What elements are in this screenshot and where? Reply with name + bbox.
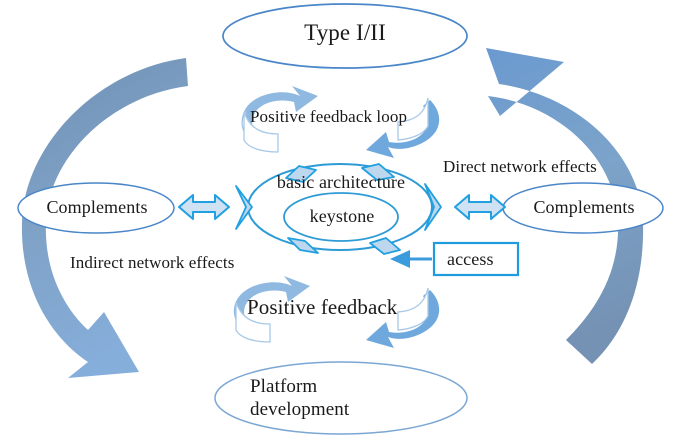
right-ellipse-label: Complements	[533, 197, 635, 217]
chevron-left-icon	[235, 185, 253, 230]
bottom-ellipse-shape	[214, 361, 468, 435]
center-inner-ellipse-shape	[283, 192, 399, 242]
center-inner-label: keystone	[309, 206, 375, 226]
access-arrow-left-icon	[390, 250, 432, 268]
chevron-top-left-icon	[285, 165, 317, 183]
access-box-label: access	[447, 249, 494, 269]
positive-feedback-label: Positive feedback	[247, 295, 398, 319]
chevron-top-right-icon	[361, 163, 395, 181]
indirect-network-effects-label: Indirect network effects	[70, 253, 235, 272]
bottom-ellipse-label-line2: development	[250, 399, 350, 420]
positive-feedback-loop-label: Positive feedback loop	[250, 107, 408, 126]
ring-chevron-icons	[235, 163, 442, 255]
outer-left-curved-arrow	[21, 58, 189, 378]
top-ellipse-label: Type I/II	[304, 20, 386, 45]
chevron-bottom-left-icon	[287, 237, 319, 254]
outer-right-curved-arrow	[486, 48, 644, 364]
chevron-right-icon	[424, 183, 442, 231]
direct-network-effects-label: Direct network effects	[443, 157, 597, 176]
right-double-arrow-icon	[454, 194, 506, 220]
bottom-ellipse-label-line1: Platform	[250, 376, 318, 397]
left-ellipse-shape	[17, 182, 175, 234]
center-outer-label: basic architecture	[276, 172, 406, 192]
access-box-shape	[432, 241, 520, 277]
top-cycle-arrow-icon	[241, 86, 440, 158]
left-double-arrow-icon	[178, 194, 230, 220]
top-ellipse-shape	[222, 3, 468, 69]
chevron-bottom-right-icon	[369, 237, 401, 255]
left-ellipse-label: Complements	[46, 197, 148, 217]
bottom-cycle-arrow-icon	[233, 276, 440, 348]
